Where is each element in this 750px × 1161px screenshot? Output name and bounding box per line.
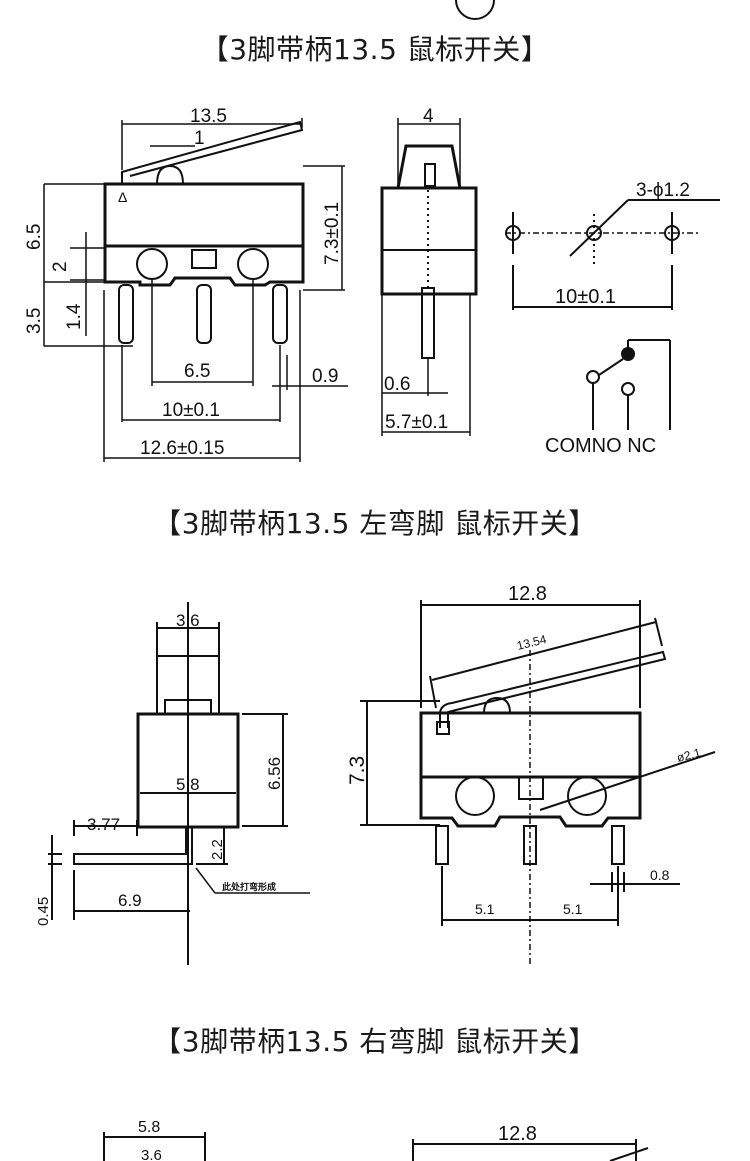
lever [121, 120, 304, 184]
dim-total-height: 7.3±0.1 [322, 202, 343, 265]
dim-pin-width: 0.9 [312, 366, 338, 387]
mount-hole-left [136, 248, 168, 280]
mount-hole-right-2 [567, 776, 607, 816]
switch-side-view-1: 4 0.6 5.7±0.1 [380, 106, 478, 436]
dim-lever-length: 13.5 [190, 106, 227, 127]
pin-left-2 [435, 825, 449, 865]
plunger-2 [483, 696, 511, 714]
hole-pattern: 3-ϕ1.2 10±0.1 [505, 180, 720, 310]
switch-body [103, 182, 305, 248]
pin-block [103, 246, 305, 287]
pin-right-2 [611, 825, 625, 865]
switch-views-3: 5.8 3.6 12.8 [103, 1119, 649, 1161]
dim-top-width-4: 3.6 [141, 1147, 162, 1161]
section-title-3: 【3脚带柄13.5 右弯脚 鼠标开关】 [153, 1025, 597, 1058]
dim-pin-width-2: 0.8 [650, 867, 670, 883]
dim-lever-length-2: 13.54 [515, 632, 548, 653]
hole-spec-label: 3-ϕ1.2 [636, 180, 690, 201]
dim-pin-spacing-left: 5.1 [475, 901, 495, 917]
switch-front-view-2: 12.8 13.54 7.3 ø2.1 0.8 5.1 5.1 [346, 0, 716, 965]
bent-pin [73, 827, 193, 865]
section-title-1: 【3脚带柄13.5 鼠标开关】 [200, 33, 550, 66]
contact-com [586, 370, 600, 384]
pin-nc [272, 284, 288, 344]
mount-hole-left-2 [455, 776, 495, 816]
dim-top-width: 4 [423, 106, 434, 127]
dim-pin-spacing: 10±0.1 [162, 400, 220, 421]
mount-hole-right [237, 248, 269, 280]
section-title-2: 【3脚带柄13.5 左弯脚 鼠标开关】 [153, 507, 597, 540]
dim-pin-tip: 1.4 [64, 303, 85, 330]
pin-no [196, 284, 212, 344]
dim-body-depth: 5.7±0.1 [385, 412, 448, 433]
dim-body-width: 12.6±0.15 [140, 438, 224, 459]
switch-schematic: COMNO NC [545, 339, 671, 457]
pin-com [118, 284, 134, 344]
dim-pin-spacing-right: 5.1 [563, 901, 583, 917]
switch-side-view-2: 3.6 5.8 6.56 3.77 2.2 0.45 6.9 此处打弯形成 [35, 602, 310, 965]
contact-nc [621, 347, 635, 361]
dim-body-width-3: 12.8 [508, 583, 547, 605]
dim-height-2: 7.3 [346, 756, 369, 785]
dim-body-height: 6.5 [24, 224, 45, 250]
side-body [380, 186, 478, 296]
dim-hole-diameter: ø2.1 [675, 745, 702, 764]
dim-bend-height: 2.2 [209, 839, 226, 860]
dim-pin-thickness: 0.6 [384, 374, 410, 395]
dim-pin-length-2: 6.9 [118, 891, 142, 910]
dim-top-width-2: 3.6 [176, 611, 200, 630]
bend-note: 此处打弯形成 [222, 881, 276, 892]
dim-plunger-width: 1 [194, 128, 205, 149]
dim-hole-height: 2 [50, 261, 71, 272]
dim-body-height-2: 6.56 [265, 757, 284, 790]
center-slot [191, 249, 217, 269]
lever-2 [439, 650, 667, 728]
schematic-labels: COMNO NC [545, 435, 656, 457]
contact-no [621, 382, 635, 396]
dim-pin-spacing-inner: 6.5 [184, 361, 210, 382]
dim-pin-thickness-2: 0.45 [35, 897, 52, 926]
side-pin [421, 287, 435, 359]
dim-body-width-4: 5.8 [138, 1119, 160, 1136]
dim-body-width-5: 12.8 [498, 1123, 537, 1145]
polarity-mark: Δ [118, 189, 127, 205]
pin-center-2 [523, 825, 537, 865]
dim-hole-spacing: 10±0.1 [555, 286, 616, 308]
switch-front-view-1: Δ 13.5 1 7.3±0.1 6.5 2 3. [24, 106, 348, 462]
dim-body-width-2: 5.8 [176, 775, 200, 794]
actuator-cap [396, 144, 462, 189]
dim-pin-length: 3.5 [24, 308, 45, 334]
side-body-2 [136, 712, 240, 829]
pin-block-2 [419, 777, 642, 828]
dim-bend-offset: 3.77 [87, 815, 120, 834]
